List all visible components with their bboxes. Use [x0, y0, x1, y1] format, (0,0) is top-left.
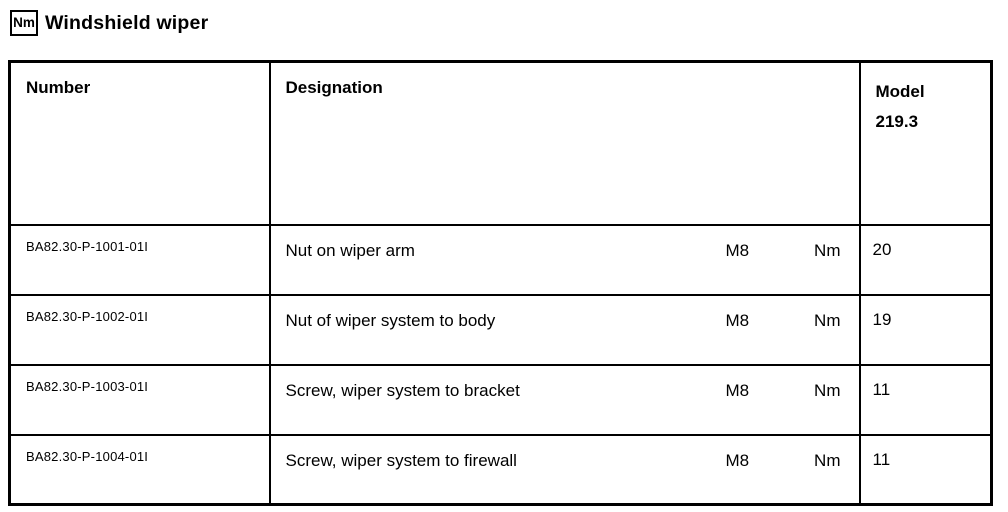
document-number-cell: BA82.30-P-1001-01I	[8, 223, 271, 296]
table-row: BA82.30-P-1003-01I Screw, wiper system t…	[8, 363, 993, 436]
torque-unit: Nm	[814, 310, 841, 330]
torque-value-cell: 20	[858, 223, 993, 296]
document-number: BA82.30-P-1003-01I	[26, 378, 149, 394]
document-number-cell: BA82.30-P-1004-01I	[8, 433, 271, 506]
column-header-designation: Designation	[268, 60, 861, 226]
torque-value-cell: 11	[858, 363, 993, 436]
torque-unit: Nm	[814, 450, 841, 470]
document-number: BA82.30-P-1002-01I	[26, 308, 149, 324]
table-row: BA82.30-P-1002-01I Nut of wiper system t…	[8, 293, 993, 366]
page-title: Windshield wiper	[45, 11, 209, 34]
column-header-model-label: Model	[875, 82, 925, 101]
torque-value: 19	[872, 309, 892, 329]
thread-size: M8	[725, 380, 750, 400]
torque-value: 11	[872, 379, 891, 399]
designation-text: Screw, wiper system to bracket	[285, 380, 520, 400]
document-number-cell: BA82.30-P-1002-01I	[8, 293, 271, 366]
document-number: BA82.30-P-1001-01I	[26, 238, 149, 254]
torque-unit: Nm	[814, 240, 841, 260]
designation-cell: Screw, wiper system to bracket M8 Nm	[268, 363, 861, 436]
designation-cell: Nut on wiper arm M8 Nm	[268, 223, 861, 296]
torque-value-cell: 19	[858, 293, 993, 366]
designation-cell: Screw, wiper system to firewall M8 Nm	[268, 433, 861, 506]
thread-size: M8	[725, 240, 750, 260]
torque-value: 20	[872, 239, 892, 259]
document-number-cell: BA82.30-P-1003-01I	[8, 363, 271, 436]
document-number: BA82.30-P-1004-01I	[26, 448, 149, 464]
column-header-model: Model 219.3	[858, 60, 993, 226]
torque-spec-table: Number Designation Model 219.3 BA82.30-P…	[8, 60, 993, 506]
document-header: Nm Windshield wiper	[10, 10, 208, 36]
nm-unit-icon: Nm	[10, 10, 38, 36]
torque-value: 11	[872, 449, 891, 469]
table-header: Number Designation Model 219.3	[8, 60, 993, 226]
thread-size: M8	[725, 450, 750, 470]
torque-unit: Nm	[814, 380, 841, 400]
table-header-row: Number Designation Model 219.3	[8, 60, 993, 226]
designation-text: Screw, wiper system to firewall	[285, 450, 517, 470]
column-header-model-number: 219.3	[875, 112, 919, 131]
table-body: BA82.30-P-1001-01I Nut on wiper arm M8 N…	[8, 223, 993, 506]
table-row: BA82.30-P-1001-01I Nut on wiper arm M8 N…	[8, 223, 993, 296]
designation-text: Nut of wiper system to body	[285, 310, 496, 330]
designation-cell: Nut of wiper system to body M8 Nm	[268, 293, 861, 366]
thread-size: M8	[725, 310, 750, 330]
table-row: BA82.30-P-1004-01I Screw, wiper system t…	[8, 433, 993, 506]
designation-text: Nut on wiper arm	[285, 240, 415, 260]
torque-value-cell: 11	[858, 433, 993, 506]
column-header-number: Number	[8, 60, 271, 226]
